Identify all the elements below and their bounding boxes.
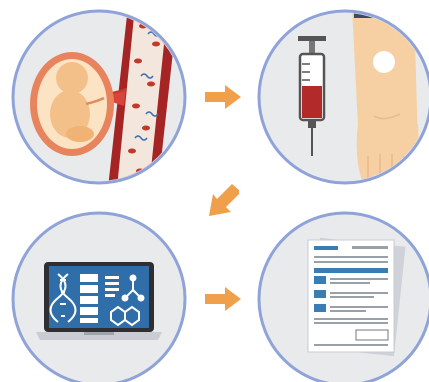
step-fetal-dna-panel: [8, 6, 190, 188]
step-lab-analysis-panel: [8, 208, 190, 382]
forearm-icon: [352, 13, 419, 181]
arrow-down-left-icon: [205, 182, 243, 220]
blood-vessel-icon: [108, 13, 178, 181]
bar-chart-icon: [80, 274, 98, 323]
fetus-icon: [30, 52, 114, 156]
step-report-panel: [254, 208, 429, 382]
list-icon: [105, 276, 119, 297]
report-document-icon: [307, 237, 406, 357]
step-blood-draw-panel: [254, 6, 429, 188]
dna-helix-icon: [49, 273, 77, 323]
arrow-right-icon-2: [203, 284, 243, 314]
syringe-icon: [298, 36, 326, 156]
molecule-icon: [110, 274, 145, 327]
arrow-right-icon: [203, 82, 243, 112]
